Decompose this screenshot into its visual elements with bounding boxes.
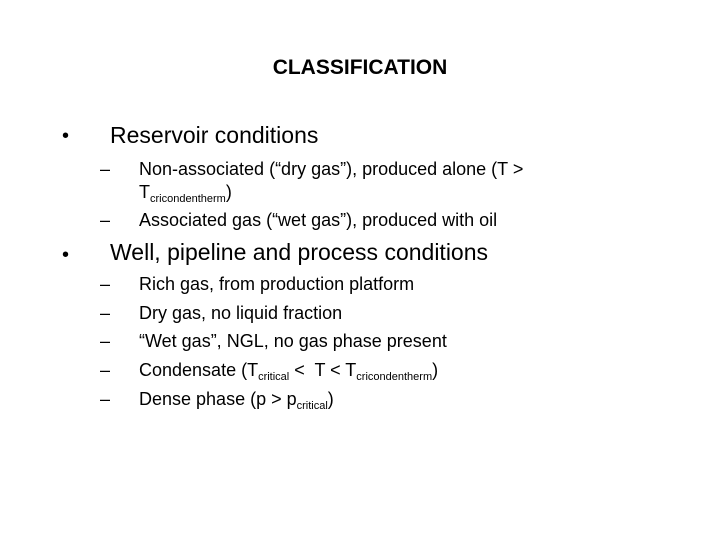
bullet-icon: • — [62, 125, 70, 147]
dash-icon: – — [100, 331, 111, 351]
list-item-non-associated: Non-associated (“dry gas”), produced alo… — [139, 159, 524, 179]
dash-icon: – — [100, 274, 111, 294]
list-item-non-associated-continued: Tcricondentherm) — [139, 182, 232, 205]
list-item-dense-phase: Dense phase (p > pcritical) — [139, 389, 334, 412]
list-item-condensate: Condensate (Tcritical < T < Tcricondenth… — [139, 360, 439, 383]
dash-icon: – — [100, 389, 111, 409]
dash-icon: – — [100, 159, 111, 179]
dash-icon: – — [100, 210, 111, 230]
section-heading-reservoir: Reservoir conditions — [110, 122, 319, 148]
dash-icon: – — [100, 303, 111, 323]
bullet-icon: • — [62, 244, 70, 266]
list-item-associated: Associated gas (“wet gas”), produced wit… — [139, 210, 498, 230]
list-item-dry-gas: Dry gas, no liquid fraction — [139, 303, 343, 323]
list-item-rich-gas: Rich gas, from production platform — [139, 274, 415, 294]
dash-icon: – — [100, 360, 111, 380]
list-item-wet-gas: “Wet gas”, NGL, no gas phase present — [139, 331, 447, 351]
slide-title: CLASSIFICATION — [272, 56, 448, 79]
section-heading-well-pipeline: Well, pipeline and process conditions — [110, 239, 489, 265]
